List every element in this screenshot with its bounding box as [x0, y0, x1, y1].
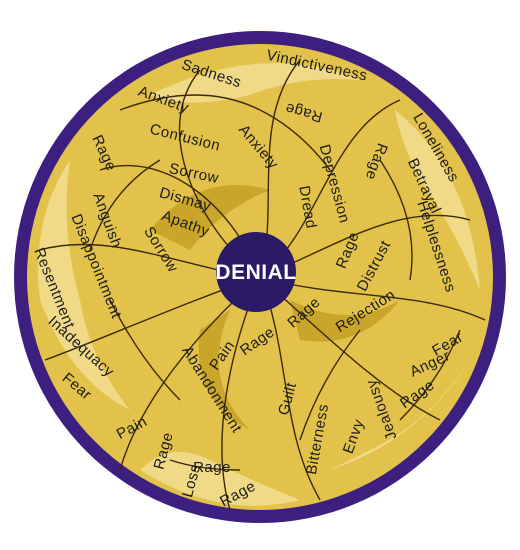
word-rage-bottom-mid: Rage	[193, 459, 231, 476]
center-label: DENIAL	[215, 261, 296, 284]
center-hub	[216, 232, 296, 312]
petal-shading	[38, 63, 480, 506]
